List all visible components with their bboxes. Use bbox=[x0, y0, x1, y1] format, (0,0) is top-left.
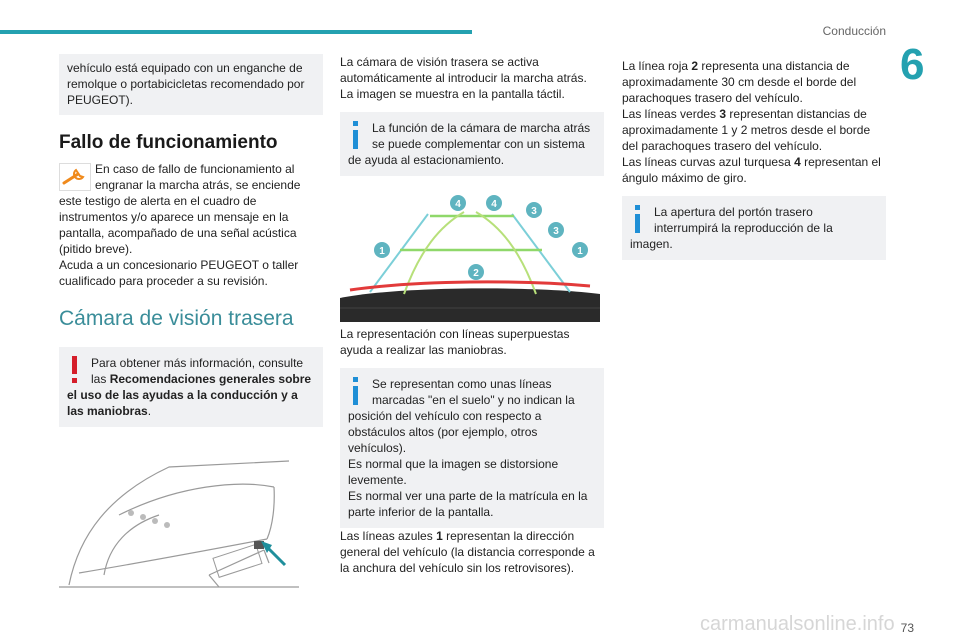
blue-lines-line: general del vehículo (la distancia corre… bbox=[340, 545, 595, 559]
info-icon bbox=[348, 377, 364, 407]
green-line-text: aproximadamente 1 y 2 metros desde el bo… bbox=[622, 123, 871, 137]
camara-heading: Cámara de visión trasera bbox=[59, 307, 294, 330]
caption-line: La representación con líneas superpuesta… bbox=[340, 327, 570, 341]
turquoise-curve-right bbox=[475, 211, 537, 295]
info-line: parte inferior de la pantalla. bbox=[348, 505, 494, 519]
info-line: La apertura del portón trasero bbox=[654, 205, 813, 219]
label-1-left bbox=[374, 242, 390, 258]
fallo-line: este testigo de alerta en el cuadro de bbox=[59, 194, 257, 208]
red-line bbox=[349, 280, 591, 292]
warning-line: las Recomendaciones generales sobre bbox=[91, 372, 312, 386]
info-line: marcadas "en el suelo" y no indican la bbox=[372, 393, 575, 407]
info-box-1: La función de la cámara de marcha atrás … bbox=[340, 112, 604, 176]
green-line-text: del parachoques trasero del vehículo. bbox=[622, 139, 823, 153]
fallo-line: instrumentos y/o aparece un mensaje en l… bbox=[59, 210, 289, 224]
car-rear-camera-illustration bbox=[59, 460, 299, 588]
blue-line-left bbox=[369, 213, 429, 293]
warning-line: Para obtener más información, consulte bbox=[91, 356, 304, 370]
red-line-text: parachoques trasero del vehículo. bbox=[622, 91, 803, 105]
turquoise-line-text: ángulo máximo de giro. bbox=[622, 171, 747, 185]
info-line: Es normal ver una parte de la matrícula … bbox=[348, 489, 588, 503]
red-line-text: aproximadamente 30 cm desde el borde del bbox=[622, 75, 857, 89]
label-1-right bbox=[572, 242, 588, 258]
green-line-text: Las líneas verdes 3 representan distanci… bbox=[622, 107, 867, 121]
label-4-right bbox=[486, 195, 502, 211]
diagram-caption: La representación con líneas superpuesta… bbox=[340, 326, 604, 358]
intro-line: automáticamente al introducir la marcha … bbox=[340, 71, 587, 85]
label-3-top bbox=[526, 202, 542, 218]
info-line: levemente. bbox=[348, 473, 407, 487]
intro-note-line: remolque o portabicicletas recomendado p… bbox=[67, 77, 305, 91]
info-box-2: Se representan como unas líneas marcadas… bbox=[340, 368, 604, 528]
blue-lines-line: Las líneas azules 1 representan la direc… bbox=[340, 529, 575, 543]
info-line: La función de la cámara de marcha atrás bbox=[372, 121, 591, 135]
caption-line: ayuda a realizar las maniobras. bbox=[340, 343, 507, 357]
column-3: La línea roja 2 representa una distancia… bbox=[622, 58, 886, 260]
column-1: vehículo está equipado con un enganche d… bbox=[59, 54, 323, 597]
label-1-right-text: 1 bbox=[577, 246, 583, 257]
column-2: La cámara de visión trasera se activa au… bbox=[340, 54, 604, 576]
intro-note-line: PEUGEOT). bbox=[67, 93, 134, 107]
intro-paragraph: La cámara de visión trasera se activa au… bbox=[340, 54, 604, 102]
label-3-mid-text: 3 bbox=[553, 226, 559, 237]
watermark: carmanualsonline.info bbox=[700, 613, 895, 635]
label-4-left bbox=[450, 195, 466, 211]
fallo-line: pantalla, acompañado de una señal acústi… bbox=[59, 226, 297, 240]
info-line: imagen. bbox=[630, 237, 673, 251]
page-number: 73 bbox=[900, 621, 914, 635]
intro-note-line: vehículo está equipado con un enganche d… bbox=[67, 61, 303, 75]
wrench-warning-icon bbox=[59, 163, 91, 191]
info-line: de ayuda al estacionamiento. bbox=[348, 153, 505, 167]
fallo-paragraph: En caso de fallo de funcionamiento al en… bbox=[59, 161, 323, 289]
fallo-line: engranar la marcha atrás, se enciende bbox=[95, 178, 301, 192]
section-title: Conducción bbox=[822, 24, 886, 38]
diagram-labels: 4 4 3 3 1 1 2 bbox=[374, 195, 588, 280]
turquoise-line-text: Las líneas curvas azul turquesa 4 repres… bbox=[622, 155, 881, 169]
blue-line-right bbox=[511, 213, 571, 293]
fallo-line: En caso de fallo de funcionamiento al bbox=[95, 162, 295, 176]
label-3-top-text: 3 bbox=[531, 206, 537, 217]
intro-note-box: vehículo está equipado con un enganche d… bbox=[59, 54, 323, 115]
lines-explanation: La línea roja 2 representa una distancia… bbox=[622, 58, 886, 186]
fallo-line: cualificado para proceder a su revisión. bbox=[59, 274, 268, 288]
label-2-text: 2 bbox=[473, 268, 479, 279]
turquoise-curve-left bbox=[403, 211, 465, 295]
blue-lines-paragraph: Las líneas azules 1 representan la direc… bbox=[340, 528, 604, 576]
intro-line: La imagen se muestra en la pantalla táct… bbox=[340, 87, 565, 101]
intro-line: La cámara de visión trasera se activa bbox=[340, 55, 539, 69]
info-icon bbox=[348, 121, 364, 151]
info-box-3: La apertura del portón trasero interrump… bbox=[622, 196, 886, 260]
chapter-number: 6 bbox=[900, 40, 925, 89]
label-4-left-text: 4 bbox=[455, 199, 461, 210]
info-line: obstáculos altos (por ejemplo, otros bbox=[348, 425, 538, 439]
label-2 bbox=[468, 264, 484, 280]
info-icon bbox=[630, 205, 646, 235]
info-line: Se representan como unas líneas bbox=[372, 377, 552, 391]
info-line: vehículos). bbox=[348, 441, 407, 455]
blue-lines-line: la anchura del vehículo sin los retrovis… bbox=[340, 561, 575, 575]
bumper-shape bbox=[340, 288, 600, 322]
red-line-text: La línea roja 2 representa una distancia… bbox=[622, 59, 850, 73]
info-line: Es normal que la imagen se distorsione bbox=[348, 457, 559, 471]
warning-line: el uso de las ayudas a la conducción y a bbox=[67, 388, 298, 402]
fallo-heading: Fallo de funcionamiento bbox=[59, 132, 278, 153]
fallo-line: (pitido breve). bbox=[59, 242, 133, 256]
label-1-left-text: 1 bbox=[379, 246, 385, 257]
info-line: interrumpirá la reproducción de la bbox=[654, 221, 833, 235]
warning-exclamation-icon bbox=[67, 356, 83, 386]
info-line: posición del vehículo con respecto a bbox=[348, 409, 542, 423]
info-line: se puede complementar con un sistema bbox=[372, 137, 585, 151]
warning-box: Para obtener más información, consulte l… bbox=[59, 347, 323, 427]
fallo-line: Acuda a un concesionario PEUGEOT o talle… bbox=[59, 258, 299, 272]
camera-guidelines-diagram: 4 4 3 3 1 1 2 bbox=[340, 190, 600, 322]
label-4-right-text: 4 bbox=[491, 199, 497, 210]
warning-line: las maniobras. bbox=[67, 404, 152, 418]
top-accent-bar bbox=[0, 30, 472, 34]
label-3-mid bbox=[548, 222, 564, 238]
